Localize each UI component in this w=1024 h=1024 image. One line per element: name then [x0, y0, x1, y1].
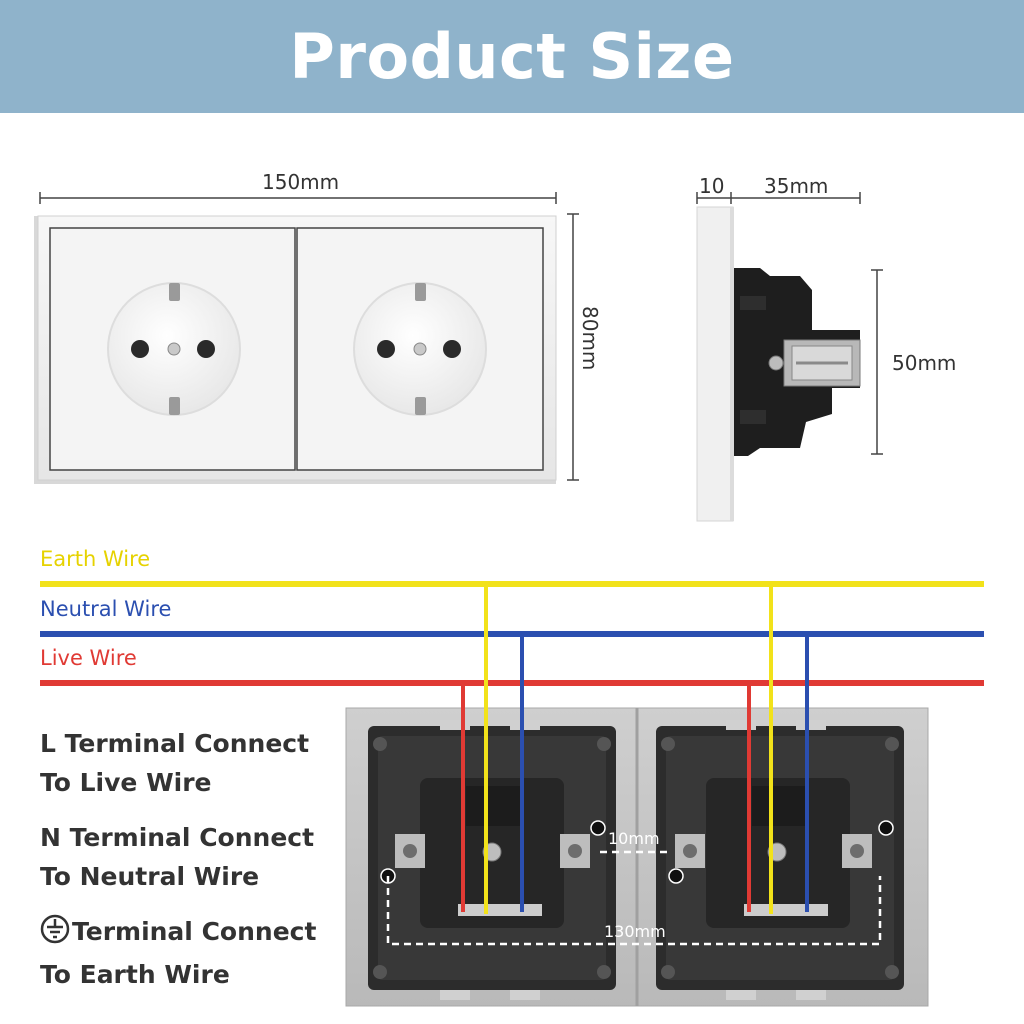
live-instruction-line2: To Live Wire: [40, 768, 212, 797]
earth-wire-label: Earth Wire: [40, 547, 151, 571]
live-bus-wire: [40, 680, 984, 686]
earth-ground-icon: [40, 914, 70, 955]
side-view: [696, 206, 861, 522]
drop-wires-left: [461, 587, 524, 914]
drop-wires-right: [747, 587, 809, 914]
terminal-span-label: 130mm: [604, 922, 666, 941]
side-height-dimension-line: [871, 269, 883, 455]
back-view: [345, 707, 929, 1007]
height-dimension-line: [567, 213, 579, 481]
terminal-span-dashed-line: [386, 876, 882, 946]
socket-right: [353, 282, 487, 416]
body-depth-label: 35mm: [764, 174, 829, 198]
plate-depth-label: 10: [699, 174, 725, 198]
neutral-terminal-instruction: N Terminal Connect To Neutral Wire: [40, 818, 314, 896]
width-label: 150mm: [262, 170, 340, 194]
neutral-instruction-line2: To Neutral Wire: [40, 862, 260, 891]
socket-left: [107, 282, 241, 416]
neutral-bus-wire: [40, 631, 984, 637]
back-module-right: [656, 720, 904, 1000]
header-banner: Product Size: [0, 0, 1024, 113]
live-terminal-instruction: L Terminal Connect To Live Wire: [40, 724, 309, 802]
back-module-left: [368, 720, 616, 1000]
live-wire-label: Live Wire: [40, 646, 137, 670]
body-height-label: 50mm: [892, 351, 957, 375]
earth-instruction-line1: Terminal Connect: [72, 917, 317, 946]
neutral-instruction-line1: N Terminal Connect: [40, 823, 315, 852]
earth-instruction-line2: To Earth Wire: [40, 960, 230, 989]
page-title: Product Size: [289, 20, 735, 93]
width-dimension-line: [39, 192, 557, 204]
height-label: 80mm: [578, 306, 602, 371]
terminal-gap-label: 10mm: [608, 829, 660, 848]
side-depth-dimension-line: [696, 192, 861, 204]
live-instruction-line1: L Terminal Connect: [40, 729, 310, 758]
earth-terminal-instruction: Terminal Connect To Earth Wire: [40, 912, 316, 994]
earth-bus-wire: [40, 581, 984, 587]
neutral-wire-label: Neutral Wire: [40, 597, 172, 621]
